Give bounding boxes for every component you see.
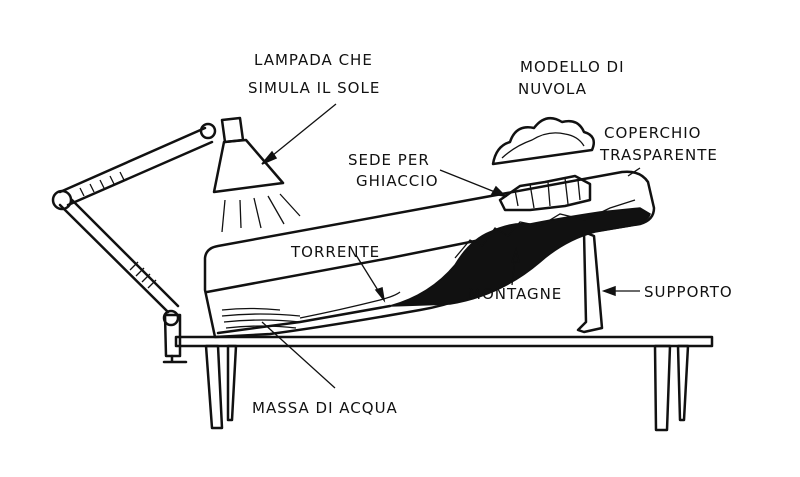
lamp-lower-arm-b xyxy=(70,198,180,308)
lamp-lower-arm-a xyxy=(58,203,170,314)
stream-line xyxy=(299,291,401,319)
lamp-upper-arm-a xyxy=(58,126,207,194)
cloud-shape xyxy=(491,116,595,166)
lid-leader xyxy=(627,167,641,177)
stream-leader-arrow xyxy=(374,287,386,303)
lamp-socket xyxy=(220,116,245,144)
support-leader-arrow xyxy=(601,285,616,297)
mountains-leader-arrow xyxy=(510,247,520,263)
table-leg-left-outer xyxy=(204,344,224,430)
lamp-shade xyxy=(212,138,285,194)
lamp-spring-lower xyxy=(129,261,157,289)
label-water-mass: MASSA DI ACQUA xyxy=(252,399,398,417)
label-lamp-line1: LAMPADA CHE xyxy=(254,51,373,69)
lamp-upper-arm-b xyxy=(66,140,214,207)
table-leg-right-inner xyxy=(676,344,690,422)
label-mountains: MONTAGNE xyxy=(468,285,562,303)
lamp-clamp xyxy=(163,313,182,358)
support-stand xyxy=(576,230,604,334)
lamp-light-rays xyxy=(221,193,301,233)
label-lamp-line2: SIMULA IL SOLE xyxy=(248,79,380,97)
ice-blocks xyxy=(498,174,592,212)
lamp-leader xyxy=(261,103,337,165)
lamp-leader-arrow xyxy=(261,150,278,165)
lid-inner-line xyxy=(205,234,502,294)
table-leg-left-inner xyxy=(226,344,238,422)
lamp-clamp-screw xyxy=(162,354,188,364)
label-support: SUPPORTO xyxy=(644,283,733,301)
ice-seat-leader-arrow xyxy=(490,185,508,198)
label-lid-line2: TRASPARENTE xyxy=(599,146,718,164)
table xyxy=(174,335,714,432)
label-stream: TORRENTE xyxy=(290,243,380,261)
lamp-base-joint xyxy=(162,309,180,327)
label-cloud-line2: NUVOLA xyxy=(518,80,587,98)
mountain-ridge xyxy=(454,199,636,259)
water-mass-ripples xyxy=(221,307,301,329)
cloud-inner-line xyxy=(501,132,585,159)
lamp-head-joint xyxy=(199,122,217,140)
ice-block-lines xyxy=(514,177,581,209)
label-ice-seat-line2: GHIACCIO xyxy=(356,172,439,190)
water-mass-leader xyxy=(261,321,336,389)
table-leg-right-outer xyxy=(653,344,672,432)
label-lid-line1: COPERCHIO xyxy=(604,124,701,142)
table-top xyxy=(174,335,714,348)
lamp-spring-upper xyxy=(79,171,125,197)
tank xyxy=(203,170,656,339)
labels: LAMPADA CHE SIMULA IL SOLE MODELLO DI NU… xyxy=(248,51,733,417)
cloud-model xyxy=(491,116,595,166)
label-ice-seat-line1: SEDE PER xyxy=(348,151,430,169)
label-cloud-line1: MODELLO DI xyxy=(520,58,625,76)
leader-lines xyxy=(261,103,641,389)
lamp xyxy=(51,116,301,364)
